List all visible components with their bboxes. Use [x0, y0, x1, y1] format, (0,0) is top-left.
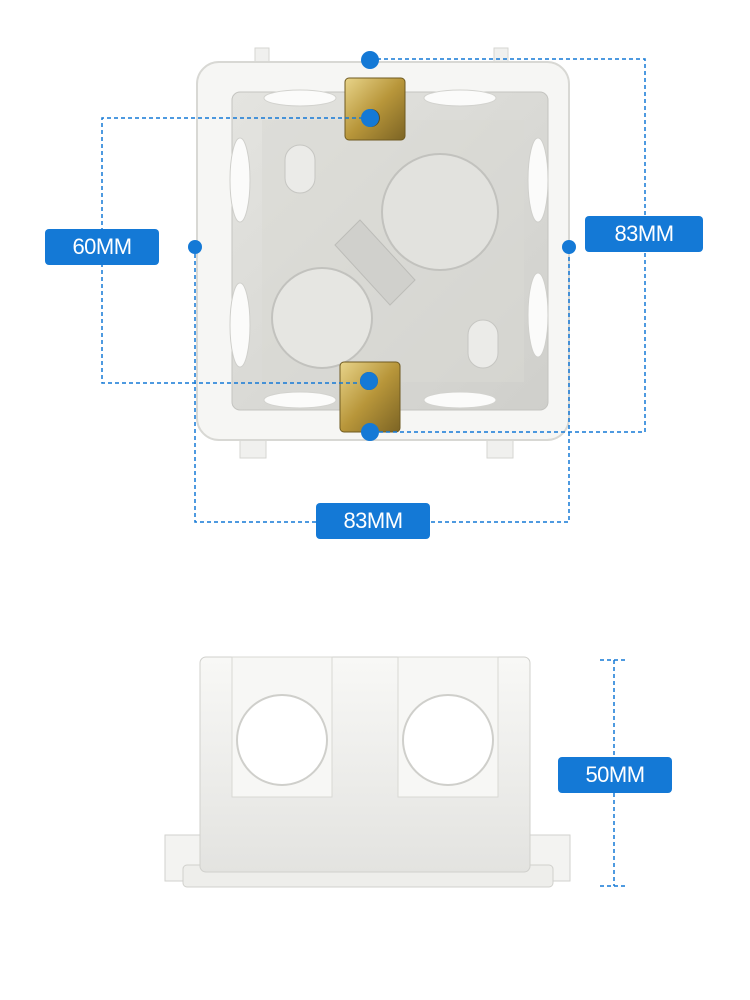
dimension-markers [188, 51, 576, 441]
depth-label: 50MM [558, 757, 672, 793]
box-top-view [196, 47, 570, 459]
box-side-view [164, 656, 571, 888]
outer-height-label: 83MM [585, 216, 703, 252]
top-metal-bracket [344, 77, 406, 141]
outer-width-label: 83MM [316, 503, 430, 539]
inner-width-label: 60MM [45, 229, 159, 265]
